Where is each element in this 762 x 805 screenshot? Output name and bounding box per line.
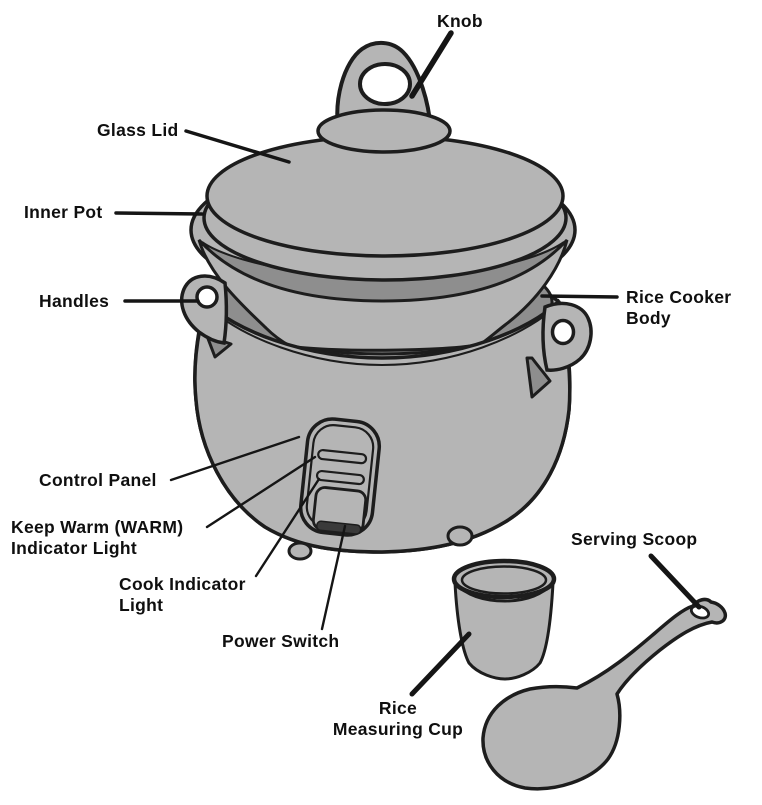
label-serving-scoop: Serving Scoop	[571, 529, 698, 549]
label-keep-warm-line2: Indicator Light	[11, 538, 138, 558]
leader-line-glass-lid	[184, 129, 291, 164]
leader-line-rice-cooker-body	[540, 294, 619, 299]
label-cook-indicator: Cook Indicator Light	[119, 574, 246, 616]
left-handle-hole	[195, 285, 219, 309]
label-rice-measuring-cup: Rice Measuring Cup	[327, 698, 469, 740]
leader-line-keep-warm	[205, 455, 317, 529]
power-switch-edge	[315, 520, 362, 535]
label-inner-pot: Inner Pot	[24, 202, 103, 222]
label-cook-indicator-line1: Cook Indicator	[119, 574, 246, 594]
body-rim-line	[212, 310, 552, 367]
label-handles: Handles	[39, 291, 110, 311]
cup-body	[453, 578, 555, 681]
label-rice-cooker-body: Rice Cooker Body	[626, 287, 731, 329]
foot-right	[446, 525, 474, 547]
leader-line-measuring-cup	[409, 631, 472, 697]
right-handle-hole	[550, 318, 576, 346]
leader-line-control-panel	[169, 435, 301, 482]
label-control-panel: Control Panel	[39, 470, 157, 490]
label-keep-warm-indicator: Keep Warm (WARM) Indicator Light	[11, 517, 183, 559]
label-power-switch: Power Switch	[222, 631, 340, 651]
rice-cooker-body-front	[193, 298, 572, 554]
rice-cooker-illustration	[114, 30, 728, 791]
control-panel-group	[298, 417, 382, 537]
cook-indicator-light	[315, 469, 365, 486]
label-glass-lid: Glass Lid	[97, 120, 179, 140]
cup-rim-inner	[460, 565, 548, 595]
label-cook-indicator-line2: Light	[119, 595, 164, 615]
scoop-hole	[689, 604, 711, 620]
label-rice-cooker-body-line2: Body	[626, 308, 671, 328]
inner-pot-wall	[197, 238, 569, 352]
serving-scoop-group	[481, 597, 728, 791]
leader-line-cook-indicator	[254, 477, 321, 578]
lid-dome	[316, 108, 452, 154]
label-rice-measuring-cup-line1: Rice	[378, 698, 418, 718]
label-knob: Knob	[437, 11, 483, 31]
leader-line-serving-scoop	[648, 553, 702, 610]
label-rice-measuring-cup-line2: Measuring Cup	[332, 719, 464, 739]
knob-hole	[358, 62, 412, 106]
right-handle-bracket	[525, 356, 552, 399]
leader-line-knob	[409, 30, 454, 99]
label-rice-cooker-body-line1: Rice Cooker	[626, 287, 732, 307]
warm-indicator-light	[317, 448, 368, 465]
label-keep-warm-line1: Keep Warm (WARM)	[11, 517, 184, 537]
leader-line-power-switch	[320, 524, 347, 631]
foot-left	[287, 541, 313, 561]
rice-measuring-cup-group	[451, 558, 557, 681]
leader-line-inner-pot	[114, 211, 204, 216]
